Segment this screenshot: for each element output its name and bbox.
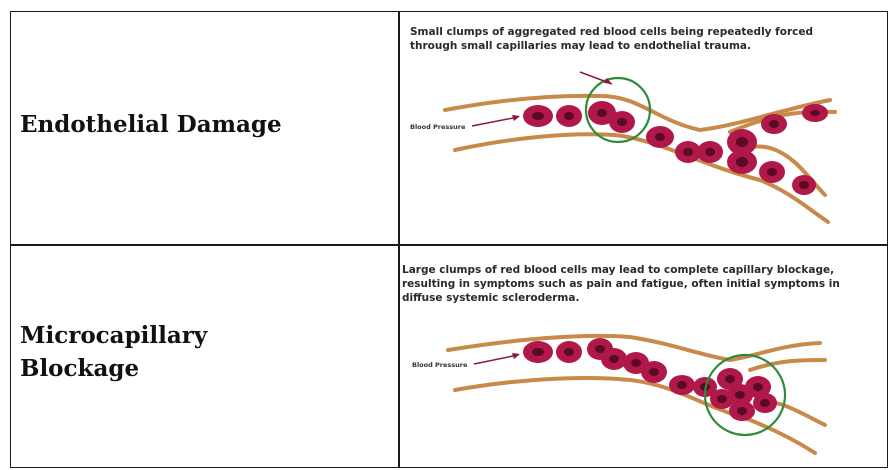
blood-pressure-label: Blood Pressure: [412, 361, 468, 369]
term-line: Blockage: [20, 352, 207, 385]
description-line: resulting in symptoms such as pain and f…: [402, 277, 840, 291]
description-line: diffuse systemic scleroderma.: [402, 291, 840, 305]
description-line: through small capillaries may lead to en…: [410, 39, 813, 53]
capillary-illustration-blockage: Blood Pressure: [400, 315, 870, 465]
vessel-upper-branch: [750, 360, 825, 370]
capillary-illustration-damage: Blood Pressure: [400, 70, 870, 230]
blood-pressure-label: Blood Pressure: [410, 123, 466, 131]
description-line: Large clumps of red blood cells may lead…: [402, 263, 840, 277]
term-line: Microcapillary: [20, 319, 207, 352]
description-microcapillary-blockage: Large clumps of red blood cells may lead…: [402, 263, 840, 305]
description-endothelial-damage: Small clumps of aggregated red blood cel…: [410, 25, 813, 53]
blood-pressure-arrow: [472, 117, 518, 126]
term-microcapillary-blockage: Microcapillary Blockage: [20, 319, 207, 385]
blood-pressure-arrow: [474, 355, 518, 364]
term-endothelial-damage: Endothelial Damage: [20, 108, 282, 141]
row-divider: [11, 244, 887, 246]
term-line: Endothelial Damage: [20, 108, 282, 141]
description-line: Small clumps of aggregated red blood cel…: [410, 25, 813, 39]
